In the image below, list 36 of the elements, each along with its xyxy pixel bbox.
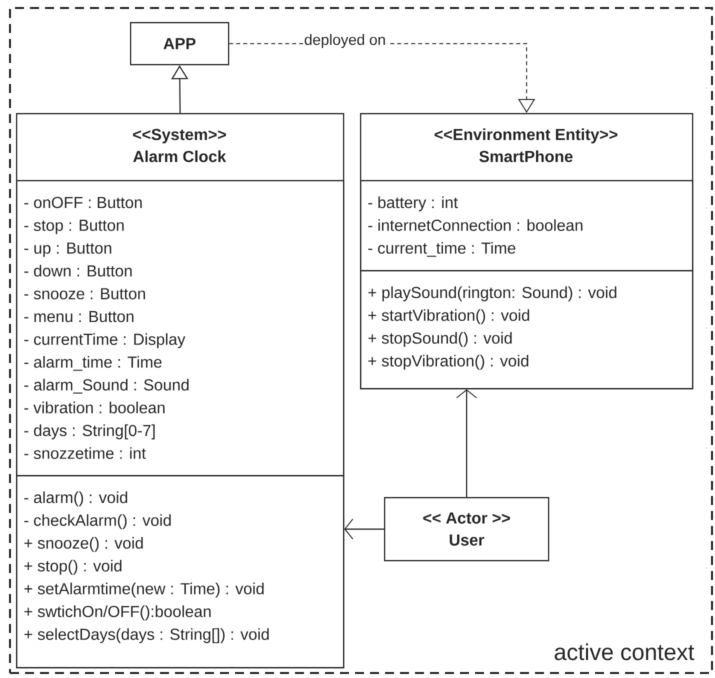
member-text: - alarm() : void [24, 491, 128, 506]
member-text: + playSound(rington: Sound) : void [368, 286, 616, 302]
member-text: - current_time : Time [368, 242, 516, 257]
member-text: - menu : Button [24, 311, 134, 322]
member-text: + stopSound() : void [368, 332, 512, 347]
frame-label: active context [554, 643, 694, 660]
member-text: - up : Button [24, 242, 112, 257]
member-text: - alarm_time : Time [24, 356, 162, 371]
member-text: - checkAlarm() : void [24, 514, 171, 530]
stereotype-label: <<System>> [133, 128, 226, 144]
member-text: + setAlarmtime(new : Time) : void [24, 582, 264, 598]
arrow [344, 518, 384, 540]
member-text: + selectDays(days : String[]) : void [24, 628, 269, 644]
member-text: + swtichOn/OFF():boolean [24, 605, 211, 620]
component-box: APP [130, 22, 230, 66]
member-text: - days : String[0-7] [24, 424, 155, 440]
arrow [456, 389, 478, 497]
member-text: - onOFF : Button [24, 196, 142, 208]
actor-box: << Actor >> User [384, 497, 550, 562]
member-text: - snozzetime : int [24, 447, 146, 459]
member-text: - vibration : boolean [24, 402, 165, 414]
member-text: + startVibration() : void [368, 309, 530, 324]
member-text: - down : Button [24, 264, 132, 277]
member-text: - currentTime : Display [24, 333, 186, 348]
member-text: - stop : Button [24, 220, 124, 234]
member-text: - snooze : Button [24, 288, 145, 300]
class-name: Alarm Clock [133, 150, 226, 162]
member-text: + snooze() : void [24, 537, 143, 552]
edge-label: deployed on [303, 33, 387, 49]
member-text: - alarm_Sound : Sound [24, 378, 189, 394]
member-text: + stopVibration() : void [368, 354, 528, 370]
member-text: - internetConnection : boolean [368, 219, 582, 231]
class-name: SmartPhone [479, 150, 573, 162]
stereotype-label: <<Environment Entity>> [434, 128, 618, 144]
member-text: + stop() : void [24, 560, 122, 575]
member-text: - battery : int [368, 196, 458, 212]
